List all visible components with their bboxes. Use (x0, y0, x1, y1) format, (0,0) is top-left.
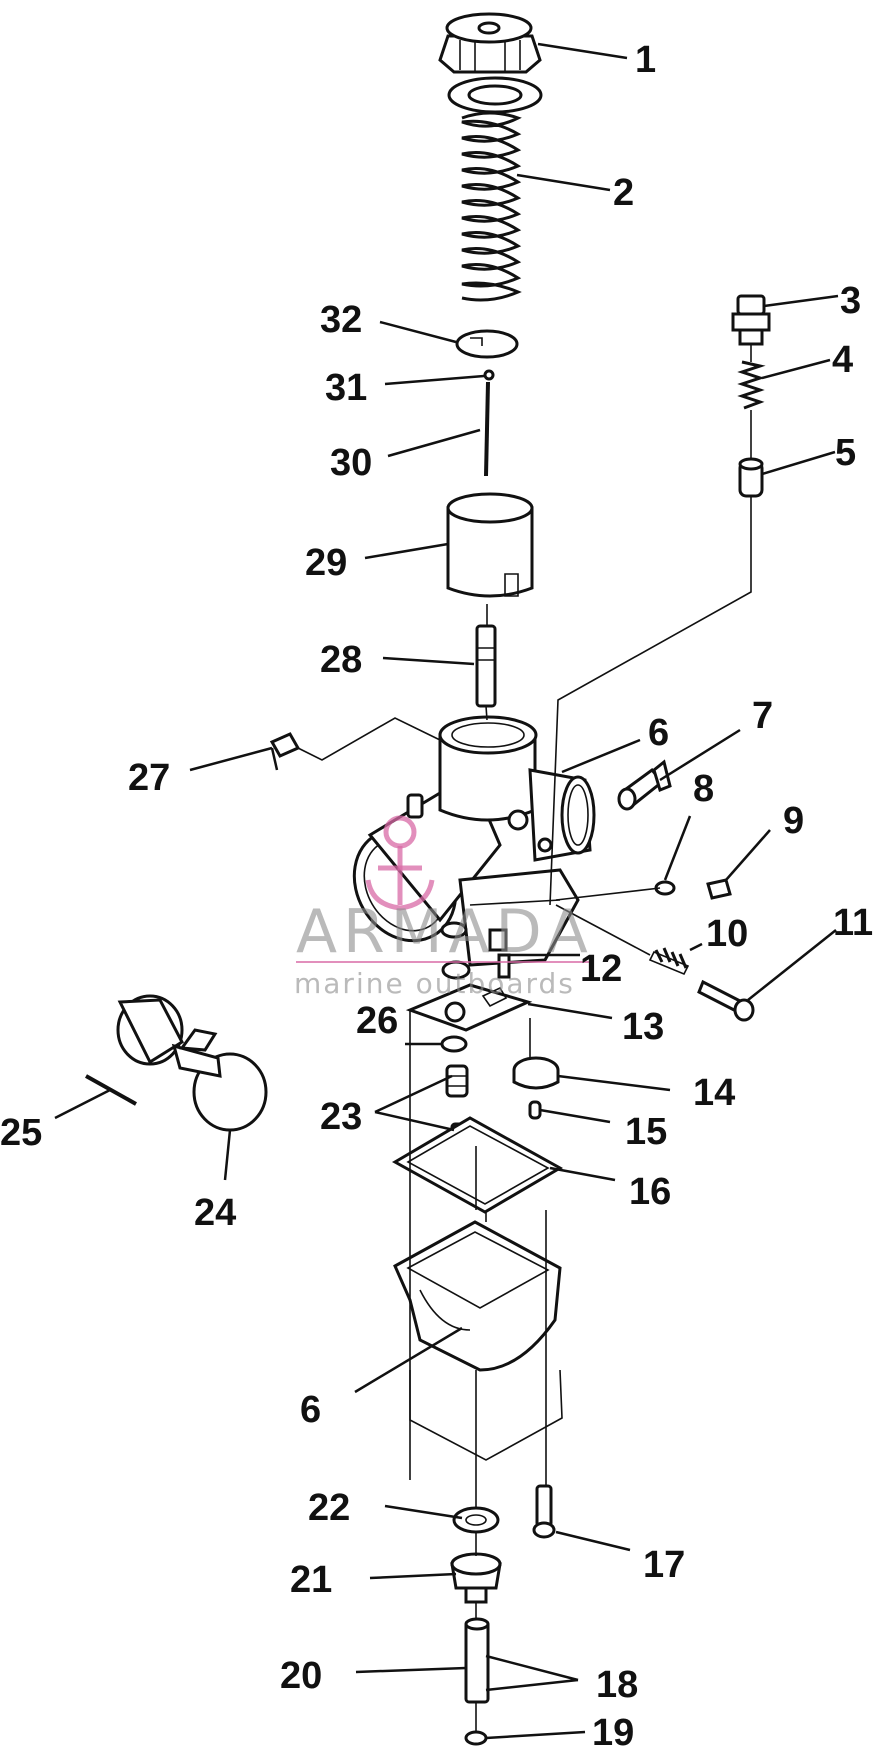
callout-27: 27 (128, 757, 170, 799)
callout-2: 2 (613, 172, 634, 214)
part-drain-washer (452, 1506, 500, 1534)
part-idle-screw (697, 979, 755, 1022)
part-bottom-washer (464, 1730, 488, 1746)
part-throttle-slide (446, 492, 534, 598)
callout-28: 28 (320, 639, 362, 681)
callout-3: 3 (840, 280, 861, 322)
callout-6-upper: 6 (648, 712, 669, 754)
part-choke-plunger (617, 759, 672, 811)
leader-lines (54, 42, 839, 1740)
part-small-screw (706, 878, 732, 900)
part-float-pin (85, 1074, 137, 1106)
callout-17: 17 (643, 1544, 685, 1586)
callout-24: 24 (194, 1192, 236, 1234)
part-air-screw (731, 294, 771, 346)
part-washer-top (447, 76, 543, 114)
callout-20: 20 (280, 1655, 322, 1697)
callout-15: 15 (625, 1111, 667, 1153)
part-idle-spring (648, 947, 690, 976)
callout-1: 1 (635, 39, 656, 81)
watermark-tagline: marine outboards (294, 967, 575, 1000)
part-air-screw-spring (737, 360, 766, 410)
callout-19: 19 (592, 1712, 634, 1748)
callout-26: 26 (356, 1000, 398, 1042)
part-float (116, 994, 268, 1132)
callout-32: 32 (320, 299, 362, 341)
callout-7: 7 (752, 695, 773, 737)
callout-12: 12 (580, 948, 622, 990)
callout-13: 13 (622, 1006, 664, 1048)
part-jet-needle (483, 369, 495, 477)
callout-23: 23 (320, 1096, 362, 1138)
callout-16: 16 (629, 1171, 671, 1213)
callout-4: 4 (832, 339, 853, 381)
part-spring (461, 111, 522, 302)
callout-11: 11 (833, 902, 873, 944)
callout-25: 25 (0, 1112, 42, 1154)
part-plug (269, 732, 301, 758)
part-needle-clip-plate (455, 329, 519, 359)
callout-6-lower: 6 (300, 1389, 321, 1431)
callout-21: 21 (290, 1559, 332, 1601)
watermark: ARMADA marine outboards (294, 815, 594, 1000)
part-float-valve-pin (528, 1100, 542, 1120)
callout-18: 18 (596, 1664, 638, 1706)
assembly-guide-lines (297, 344, 752, 1732)
part-float-arm (405, 983, 533, 1032)
callout-9: 9 (783, 800, 804, 842)
callout-22: 22 (308, 1487, 350, 1529)
watermark-anchor-icon (365, 815, 435, 911)
part-float-bowl (393, 1220, 562, 1372)
part-cap (438, 12, 542, 74)
callout-30: 30 (330, 442, 372, 484)
part-float-bowl-gasket (391, 1116, 564, 1214)
part-drain-plug (450, 1552, 502, 1604)
part-float-valve (512, 1056, 560, 1090)
callout-31: 31 (325, 367, 367, 409)
callout-14: 14 (693, 1072, 735, 1114)
callout-29: 29 (305, 542, 347, 584)
part-air-screw-seat (738, 457, 764, 498)
part-bowl-screw (532, 1484, 556, 1539)
part-needle-jet (475, 624, 497, 708)
watermark-brand: ARMADA (296, 897, 594, 967)
part-jet-holder (464, 1617, 490, 1704)
callout-5: 5 (835, 432, 856, 474)
part-carburetor-body (352, 715, 596, 967)
callouts: 1 2 3 4 5 6 7 8 9 10 11 12 13 14 15 16 1… (0, 39, 873, 1748)
callout-8: 8 (693, 768, 714, 810)
callout-10: 10 (706, 913, 748, 955)
